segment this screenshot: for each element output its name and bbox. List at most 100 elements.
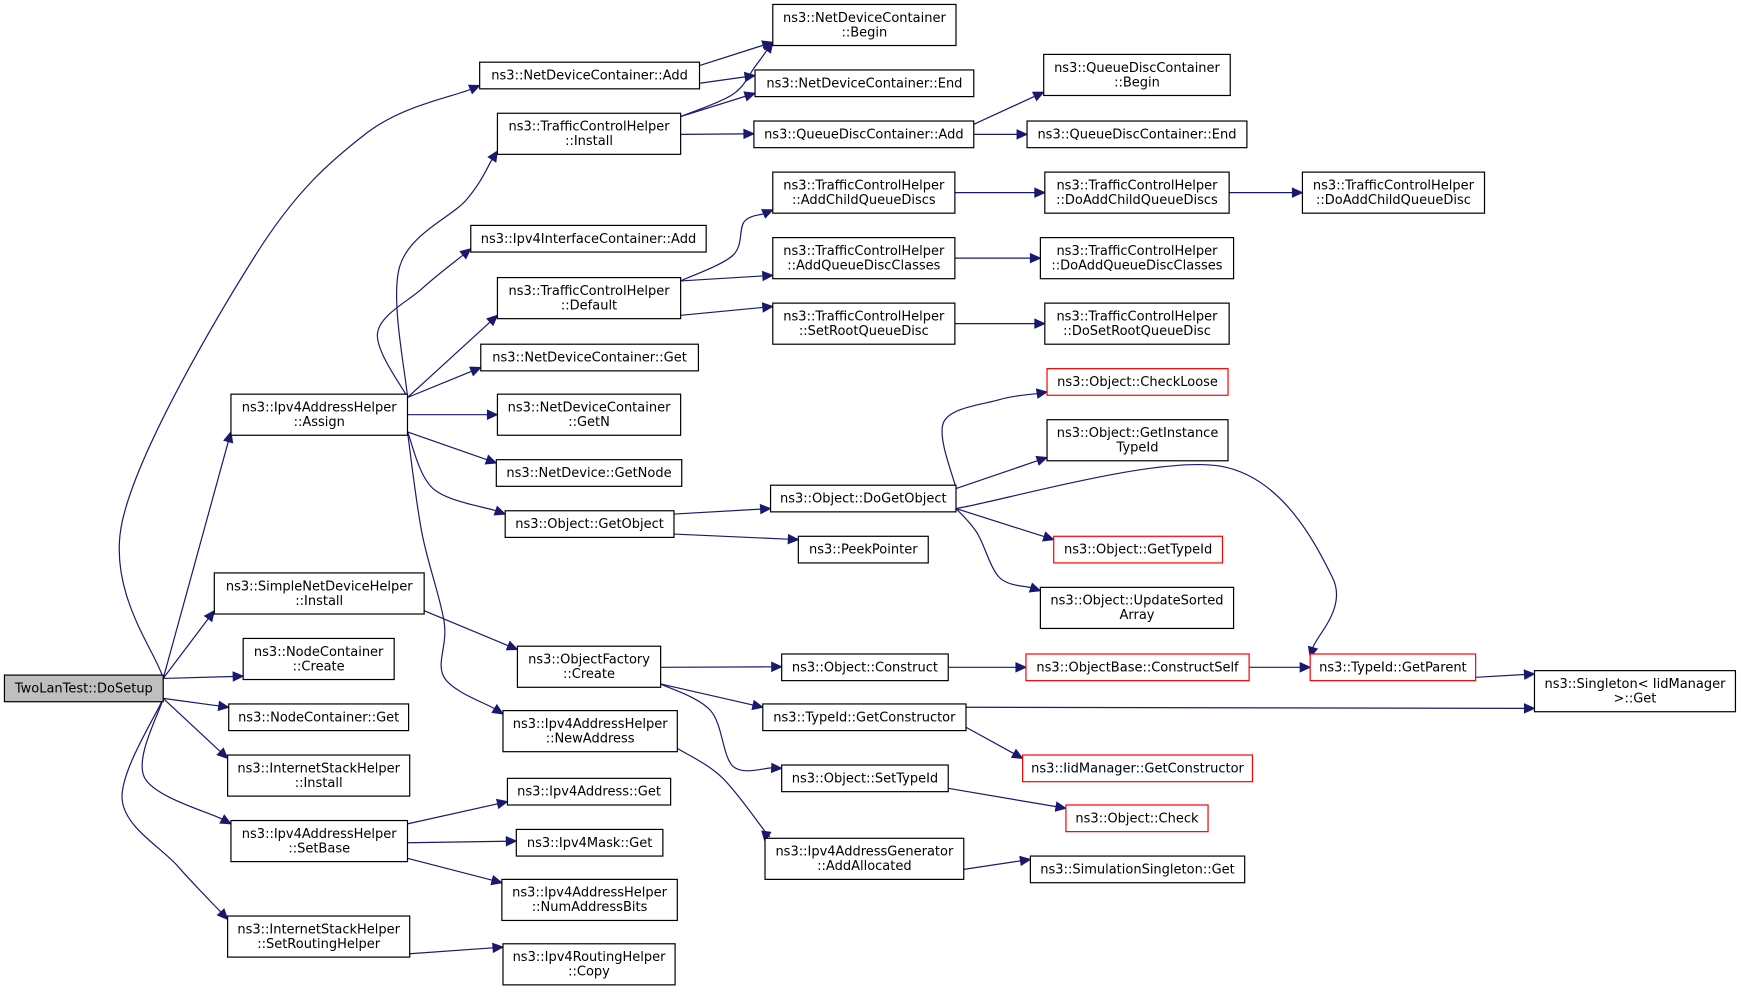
node-label: ::Begin bbox=[842, 25, 888, 40]
node-qdc-begin[interactable]: ns3::QueueDiscContainer::Begin bbox=[1043, 53, 1231, 97]
edge-line bbox=[673, 533, 789, 540]
edge-tch-default-to-tch-addchild bbox=[680, 209, 774, 282]
node-label: ::AddQueueDiscClasses bbox=[787, 258, 940, 273]
node-label: ::GetN bbox=[568, 415, 610, 430]
arrowhead-icon bbox=[486, 409, 499, 420]
node-of-create[interactable]: ns3::ObjectFactory::Create bbox=[516, 645, 662, 688]
node-tch-addqdclasses[interactable]: ns3::TrafficControlHelper::AddQueueDiscC… bbox=[772, 237, 956, 280]
node-obj-checkloose[interactable]: ns3::Object::CheckLoose bbox=[1046, 368, 1229, 396]
node-box bbox=[1309, 653, 1477, 682]
node-ndc-begin[interactable]: ns3::NetDeviceContainer::Begin bbox=[772, 3, 957, 47]
node-ipv4ah-newaddress[interactable]: ns3::Ipv4AddressHelper::NewAddress bbox=[502, 710, 678, 753]
node-iidm-getconstructor[interactable]: ns3::IidManager::GetConstructor bbox=[1022, 754, 1254, 783]
edge-ob-constructself-to-typeid-getparent bbox=[1249, 662, 1312, 673]
arrowhead-icon bbox=[203, 609, 216, 623]
node-label: ns3::TrafficControlHelper bbox=[508, 120, 670, 135]
edge-line bbox=[660, 683, 754, 706]
node-label: ns3::NetDeviceContainer bbox=[508, 401, 672, 416]
node-label: ns3::NetDeviceContainer::End bbox=[766, 76, 962, 91]
node-ipv4ah-numaddrbits[interactable]: ns3::Ipv4AddressHelper::NumAddressBits bbox=[501, 878, 678, 922]
node-label: ::Create bbox=[293, 659, 345, 674]
arrowhead-icon bbox=[751, 699, 764, 711]
node-simsingleton-get[interactable]: ns3::SimulationSingleton::Get bbox=[1029, 855, 1246, 884]
node-ob-constructself[interactable]: ns3::ObjectBase::ConstructSelf bbox=[1025, 653, 1250, 682]
node-ipv4ag-addallocated[interactable]: ns3::Ipv4AddressGenerator::AddAllocated bbox=[764, 837, 965, 880]
node-nc-get[interactable]: ns3::NodeContainer::Get bbox=[228, 703, 410, 732]
node-box bbox=[762, 703, 967, 732]
node-root[interactable]: TwoLanTest::DoSetup bbox=[3, 674, 164, 703]
edge-tch-addqdclasses-to-tch-doaddqdclasses bbox=[954, 252, 1042, 264]
node-obj-getobject[interactable]: ns3::Object::GetObject bbox=[504, 510, 675, 539]
node-tch-default[interactable]: ns3::TrafficControlHelper::Default bbox=[496, 276, 682, 320]
arrowhead-icon bbox=[1291, 187, 1304, 198]
node-ipv4ah-setbase[interactable]: ns3::Ipv4AddressHelper::SetBase bbox=[230, 819, 409, 863]
node-obj-construct[interactable]: ns3::Object::Construct bbox=[781, 653, 949, 682]
edge-ipv4ah-setbase-to-ipv4mask-get bbox=[407, 835, 518, 847]
node-qdc-add[interactable]: ns3::QueueDiscContainer::Add bbox=[753, 120, 975, 149]
arrowhead-icon bbox=[1029, 252, 1042, 264]
node-tch-dosetroot[interactable]: ns3::TrafficControlHelper::DoSetRootQueu… bbox=[1044, 302, 1230, 345]
node-tch-doaddqdclasses[interactable]: ns3::TrafficControlHelper::DoAddQueueDis… bbox=[1039, 237, 1235, 280]
edge-root-to-nc-create bbox=[163, 671, 245, 682]
node-ndc-get[interactable]: ns3::NetDeviceContainer::Get bbox=[480, 343, 699, 372]
node-tch-addchild[interactable]: ns3::TrafficControlHelper::AddChildQueue… bbox=[772, 171, 956, 214]
node-label: ::DoAddChildQueueDiscs bbox=[1056, 193, 1218, 208]
node-tch-setroot[interactable]: ns3::TrafficControlHelper::SetRootQueueD… bbox=[772, 302, 956, 345]
node-ish-setrouting[interactable]: ns3::InternetStackHelper::SetRoutingHelp… bbox=[227, 915, 411, 958]
node-ipv4ic-add[interactable]: ns3::Ipv4InterfaceContainer::Add bbox=[470, 224, 707, 253]
edge-line bbox=[406, 431, 496, 512]
node-box bbox=[772, 302, 956, 345]
node-label: >::Get bbox=[1614, 691, 1657, 706]
node-label: ns3::NodeContainer bbox=[254, 645, 384, 660]
node-label: ns3::QueueDiscContainer::Add bbox=[764, 127, 964, 142]
node-ndc-getn[interactable]: ns3::NetDeviceContainer::GetN bbox=[496, 393, 682, 436]
edge-layer bbox=[118, 40, 1536, 955]
node-label: ns3::IidManager::GetConstructor bbox=[1031, 761, 1244, 776]
node-label: ns3::NodeContainer::Get bbox=[238, 710, 399, 725]
node-typeid-getparent[interactable]: ns3::TypeId::GetParent bbox=[1309, 653, 1477, 682]
node-box bbox=[772, 171, 956, 214]
arrowhead-icon bbox=[217, 700, 230, 712]
node-ipv4rh-copy[interactable]: ns3::Ipv4RoutingHelper::Copy bbox=[502, 943, 676, 986]
node-ndc-add[interactable]: ns3::NetDeviceContainer::Add bbox=[479, 61, 701, 90]
node-tch-doaddchilds[interactable]: ns3::TrafficControlHelper::DoAddChildQue… bbox=[1044, 171, 1230, 214]
node-obj-dogetobject[interactable]: ns3::Object::DoGetObject bbox=[769, 484, 957, 513]
node-layer: TwoLanTest::DoSetup ns3::NetDeviceContain… bbox=[3, 3, 1737, 986]
node-box bbox=[1053, 535, 1224, 564]
edge-root-to-ndc-add bbox=[118, 84, 481, 679]
node-peekpointer[interactable]: ns3::PeekPointer bbox=[797, 535, 929, 564]
node-ipv4ah-assign[interactable]: ns3::Ipv4AddressHelper::Assign bbox=[230, 393, 409, 436]
node-box bbox=[495, 459, 683, 487]
node-nc-create[interactable]: ns3::NodeContainer::Create bbox=[242, 637, 395, 681]
node-box bbox=[3, 674, 164, 703]
edge-ipv4ah-setbase-to-ipv4ah-numaddrbits bbox=[407, 857, 504, 886]
edge-line bbox=[660, 683, 772, 772]
node-ipv4mask-get[interactable]: ns3::Ipv4Mask::Get bbox=[515, 828, 664, 857]
node-tch-install[interactable]: ns3::TrafficControlHelper::Install bbox=[496, 112, 682, 155]
node-ipv4addr-get[interactable]: ns3::Ipv4Address::Get bbox=[506, 777, 672, 806]
node-label: ns3::NetDeviceContainer::Get bbox=[492, 351, 687, 366]
edge-ndc-add-to-ndc-begin bbox=[699, 40, 774, 67]
node-box bbox=[1039, 586, 1235, 630]
node-obj-gettypeid[interactable]: ns3::Object::GetTypeId bbox=[1053, 535, 1224, 564]
arrowhead-icon bbox=[492, 942, 505, 954]
arrowhead-icon bbox=[1523, 703, 1536, 714]
node-nd-getnode[interactable]: ns3::NetDevice::GetNode bbox=[495, 459, 683, 487]
node-ish-install[interactable]: ns3::InternetStackHelper::Install bbox=[227, 754, 411, 797]
node-obj-settypeid[interactable]: ns3::Object::SetTypeId bbox=[781, 764, 949, 793]
node-label: ::NumAddressBits bbox=[532, 900, 648, 915]
edge-line bbox=[680, 95, 746, 118]
node-typeid-getconstructor[interactable]: ns3::TypeId::GetConstructor bbox=[762, 703, 967, 732]
node-sndh-install[interactable]: ns3::SimpleNetDeviceHelper::Install bbox=[213, 572, 425, 615]
node-obj-check[interactable]: ns3::Object::Check bbox=[1065, 804, 1209, 833]
node-qdc-end[interactable]: ns3::QueueDiscContainer::End bbox=[1026, 120, 1248, 149]
arrowhead-icon bbox=[771, 661, 783, 673]
edge-line bbox=[396, 159, 493, 398]
node-ndc-end[interactable]: ns3::NetDeviceContainer::End bbox=[754, 69, 975, 98]
node-tch-doaddchild[interactable]: ns3::TrafficControlHelper::DoAddChildQue… bbox=[1301, 171, 1486, 214]
edge-root-to-ipv4ah-assign bbox=[162, 430, 234, 679]
node-label: ns3::Object::SetTypeId bbox=[792, 771, 938, 786]
node-singleton-get[interactable]: ns3::Singleton< IidManager >::Get bbox=[1533, 670, 1737, 713]
